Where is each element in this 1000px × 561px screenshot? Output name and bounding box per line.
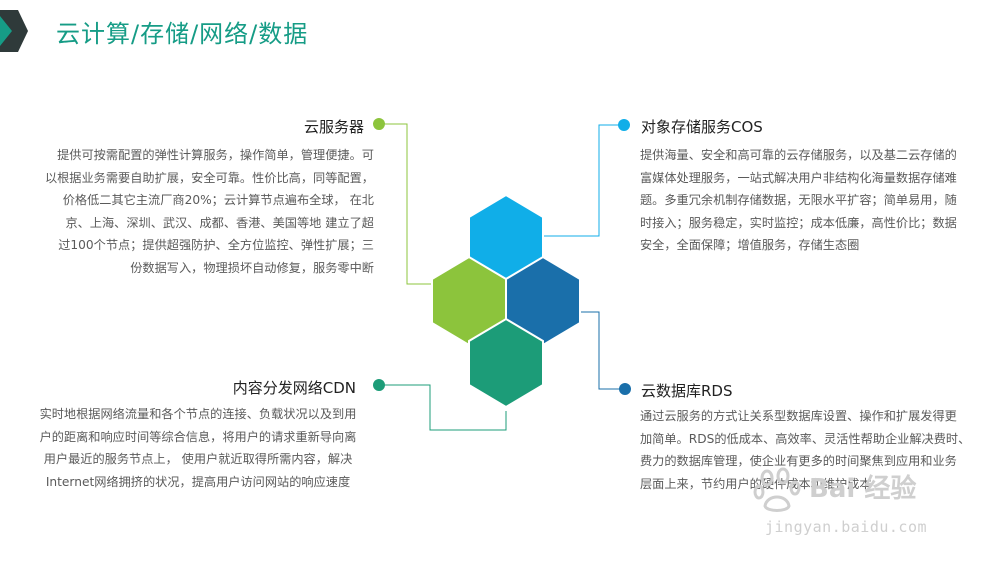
cdn-line: Internet网络拥挤的状况，提高用户访问网站的响应速度 <box>45 474 351 489</box>
cdn-title: 内容分发网络CDN <box>232 379 356 397</box>
db-line: 层面上来，节约用户的硬件成本和维护成本 <box>640 476 872 491</box>
watermark-url: jingyan.baidu.com <box>765 518 928 536</box>
db-description: 通过云服务的方式让关系型数据库设置、操作和扩展发得更 加简单。RDS的低成本、高… <box>640 405 980 495</box>
db-title: 云数据库RDS <box>641 382 733 400</box>
corner-arrow-decoration <box>0 10 28 52</box>
cos-description: 提供海量、安全和高可靠的云存储服务，以及基二云存储的 富媒体处理服务，一站式解决… <box>640 144 980 257</box>
dot-db <box>619 383 631 395</box>
connector-cvm <box>385 123 432 285</box>
dot-cdn <box>373 379 385 391</box>
dot-cos <box>618 119 630 131</box>
cdn-line: 用户最近的服务节点上， 使用户就近取得所需内容，解决 <box>43 452 353 467</box>
db-line: 通过云服务的方式让关系型数据库设置、操作和扩展发得更 <box>640 409 957 423</box>
cos-line: 提供海量、安全和高可靠的云存储服务，以及基二云存储的 <box>640 148 957 162</box>
cos-line: 时接入；服务稳定，实时监控；成本低廉，高性价比；数据 <box>640 215 957 230</box>
dot-cvm <box>373 118 385 130</box>
paw-icon <box>753 467 801 512</box>
cvm-line: 价格低二其它主流厂商20%；云计算节点遍布全球， 在北 <box>62 193 374 208</box>
cos-line: 题。多重冗余机制存储数据，无限水平扩容；简单易用，随 <box>640 193 957 208</box>
cvm-title: 云服务器 <box>303 118 364 136</box>
watermark-brand: Bai 经验 <box>809 474 917 504</box>
page-title: 云计算/存储/网络/数据 <box>56 20 309 48</box>
cvm-line: 提供可按需配置的弹性计算服务，操作简单，管理便捷。可 <box>57 148 374 162</box>
cvm-description: 提供可按需配置的弹性计算服务，操作简单，管理便捷。可 以根据业务需要自助扩展，安… <box>29 144 374 280</box>
hexagon-cdn <box>468 317 544 409</box>
cos-title: 对象存储服务COS <box>641 118 763 136</box>
cdn-line: 户的距离和响应时间等综合信息，将用户的请求重新导向离 <box>39 429 357 444</box>
cdn-description: 实时地根据网络流量和各个节点的连接、负载状况以及到用 户的距离和响应时间等综合信… <box>24 403 372 493</box>
connector-cdn <box>380 384 507 431</box>
cdn-line: 实时地根据网络流量和各个节点的连接、负载状况以及到用 <box>39 407 357 421</box>
cos-line: 富媒体处理服务，一站式解决用户非结构化海量数据存储难 <box>640 170 957 185</box>
cvm-line: 份数据写入，物理损坏自动修复，服务零中断 <box>130 260 374 275</box>
db-line: 加简单。RDS的低成本、高效率、灵活性帮助企业解决费时、 <box>640 431 971 446</box>
connector-cos <box>543 124 624 237</box>
db-line: 费力的数据库管理，使企业有更多的时间聚焦到应用和业务 <box>640 454 957 469</box>
cos-line: 安全，全面保障；增值服务，存储生态圈 <box>640 238 860 253</box>
connector-db <box>579 311 625 390</box>
cvm-line: 以根据业务需要自助扩展，安全可靠。性价比高，同等配置， <box>44 170 374 185</box>
cvm-line: 过100个节点；提供超强防护、全方位监控、弹性扩展；三 <box>58 238 374 253</box>
cvm-line: 京、上海、深圳、武汉、成都、香港、美国等地 建立了超 <box>65 215 374 230</box>
baidu-watermark: Bai 经验 jingyan.baidu.com <box>745 466 975 536</box>
